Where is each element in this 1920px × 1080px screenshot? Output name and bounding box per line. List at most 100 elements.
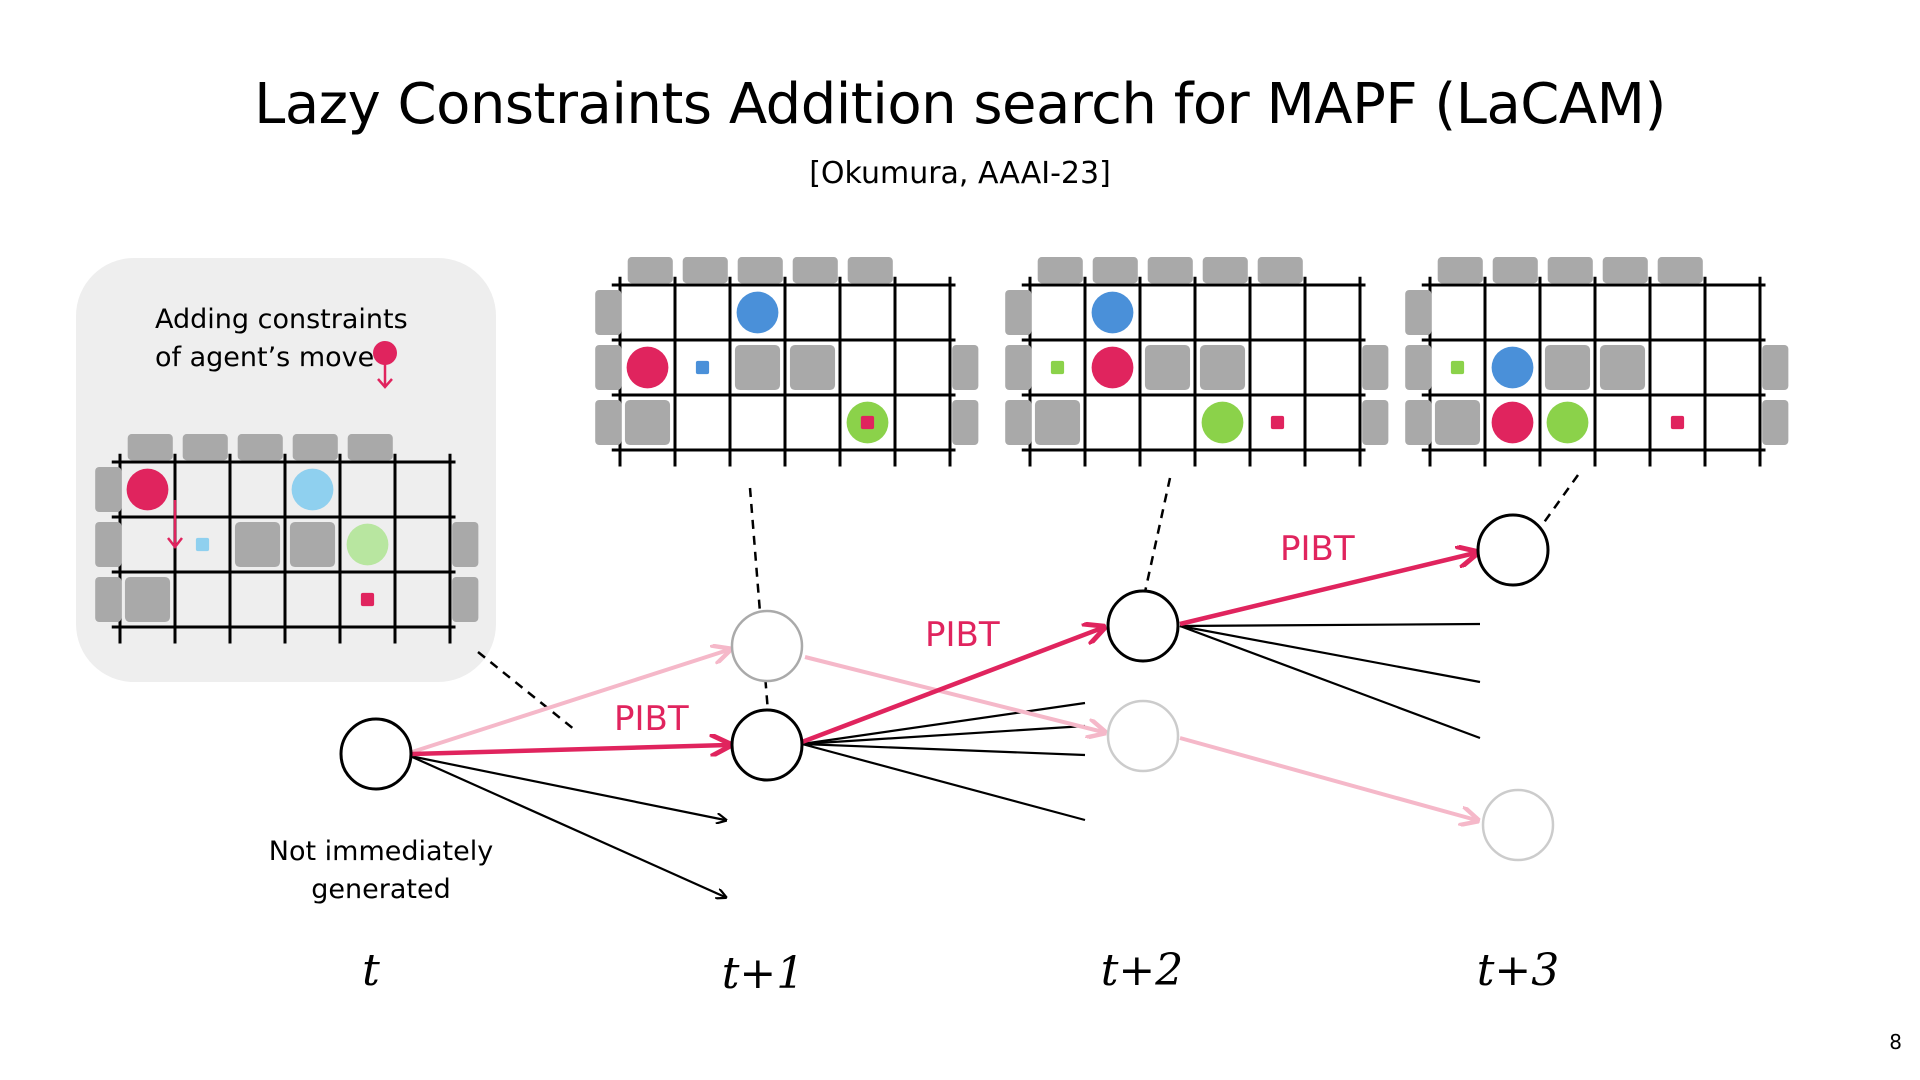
node-t1-faded (730, 609, 804, 683)
obstacle-block (182, 434, 228, 461)
obstacle-block (1434, 399, 1481, 446)
obstacle-block (1362, 344, 1389, 391)
time-label-t1: t+1 (722, 948, 805, 999)
agent (126, 468, 169, 511)
obstacle-block (289, 521, 336, 568)
obstacle-block (952, 399, 979, 446)
obstacle-block (1005, 399, 1032, 446)
obstacle-block (1405, 344, 1432, 391)
obstacle-block (734, 344, 781, 391)
obstacle-block (1147, 257, 1193, 284)
callout-line-2: of agent’s move (155, 342, 374, 373)
obstacle-block (124, 576, 171, 623)
edge-t2-out-3 (1179, 624, 1481, 740)
pibt-label-3: PIBT (1280, 529, 1355, 569)
grid-state-t3 (1405, 257, 1789, 467)
obstacle-block (595, 344, 622, 391)
search-nodes (339, 513, 1555, 862)
goal-marker (1050, 360, 1065, 375)
grid-state-t2 (1005, 257, 1389, 467)
obstacle-block (95, 576, 122, 623)
obstacle-block (737, 257, 783, 284)
obstacle-block (682, 257, 728, 284)
time-label-t3: t+3 (1477, 945, 1560, 996)
constraint-pin-icon (373, 341, 397, 389)
goal-marker (695, 360, 710, 375)
obstacle-block (1199, 344, 1246, 391)
edge-t-down-1 (409, 754, 725, 820)
obstacle-block (792, 257, 838, 284)
goal-marker (1270, 415, 1285, 430)
obstacle-block (624, 399, 671, 446)
slide-citation: [Okumura, AAAI-23] (809, 156, 1111, 191)
dashed-connector-t1 (748, 487, 770, 713)
obstacle-block (1547, 257, 1593, 284)
obstacle-block (1437, 257, 1483, 284)
dashed-connector-callout (477, 651, 576, 731)
obstacle-block (1362, 399, 1389, 446)
agent (1546, 401, 1589, 444)
edge-faded-t-t1 (411, 650, 728, 754)
obstacle-block (1405, 399, 1432, 446)
obstacle-block (789, 344, 836, 391)
obstacle-block (95, 521, 122, 568)
edge-faded-t1-t2 (804, 655, 1103, 732)
agent (1491, 401, 1534, 444)
obstacle-block (627, 257, 673, 284)
obstacle-block (847, 257, 893, 284)
agent (291, 468, 334, 511)
obstacle-block (1037, 257, 1083, 284)
edge-t1-out-2 (801, 724, 1086, 746)
obstacle-block (1405, 289, 1432, 336)
obstacle-block (1544, 344, 1591, 391)
page-number: 8 (1889, 1030, 1902, 1054)
slide-title: Lazy Constraints Addition search for MAP… (254, 72, 1666, 137)
obstacle-block (1034, 399, 1081, 446)
agent (736, 291, 779, 334)
obstacle-block (1202, 257, 1248, 284)
obstacle-block (1144, 344, 1191, 391)
goal-marker (360, 592, 375, 607)
node-t1 (730, 708, 804, 782)
obstacle-block (292, 434, 338, 461)
obstacle-block (95, 466, 122, 513)
time-labels: t t+1 t+2 t+3 (362, 945, 1559, 999)
not-generated-line-1: Not immediately (269, 836, 493, 867)
obstacle-block (234, 521, 281, 568)
pibt-edges (411, 553, 1475, 754)
edge-t2-out-2 (1179, 624, 1481, 684)
obstacle-block (1762, 399, 1789, 446)
node-t (339, 717, 413, 791)
pibt-label-2: PIBT (925, 615, 1000, 655)
agent (1201, 401, 1244, 444)
edge-t1-out-1 (801, 701, 1086, 746)
agent (1091, 291, 1134, 334)
dashed-connectors (477, 474, 1580, 731)
obstacle-block (1657, 257, 1703, 284)
obstacle-block (1492, 257, 1538, 284)
dashed-connector-t2 (1143, 477, 1172, 593)
callout-line-1: Adding constraints (155, 304, 408, 335)
obstacle-block (595, 399, 622, 446)
obstacle-block (1257, 257, 1303, 284)
edge-pibt-t1-t2 (801, 628, 1102, 745)
obstacle-block (1005, 344, 1032, 391)
obstacle-block (127, 434, 173, 461)
goal-marker (195, 537, 210, 552)
agent (626, 346, 669, 389)
edge-faded-t2-t3 (1179, 736, 1476, 820)
goal-marker (860, 415, 875, 430)
edge-t1-out-4 (801, 742, 1086, 822)
goal-marker (1450, 360, 1465, 375)
agent (346, 523, 389, 566)
node-t2 (1106, 589, 1180, 663)
obstacle-block (452, 521, 479, 568)
obstacle-block (347, 434, 393, 461)
obstacle-block (1599, 344, 1646, 391)
goal-marker (1670, 415, 1685, 430)
obstacle-block (452, 576, 479, 623)
node-t2-faded (1106, 699, 1180, 773)
edge-pibt-t-t1 (411, 745, 728, 754)
edge-t-down-2 (409, 754, 725, 897)
